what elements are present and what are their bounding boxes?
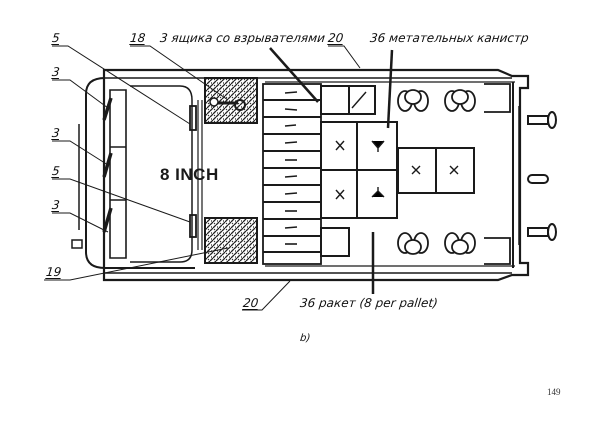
- callout-5-top: 5: [51, 31, 61, 45]
- callout-20-bottom: 20: [242, 296, 260, 310]
- subfigure-label: b): [299, 333, 311, 344]
- fuze-boxes-label: 3 ящика со взрывателями: [159, 31, 326, 45]
- callout-3-a: 3: [51, 65, 61, 79]
- canister-boxes: [320, 85, 475, 257]
- front-cab: [71, 77, 203, 269]
- crew-seats: [397, 83, 511, 265]
- callout-3-c: 3: [51, 198, 61, 212]
- hull-outline: [102, 68, 530, 282]
- box-19: [204, 217, 258, 264]
- propellant-canisters-label: 36 метательных канистр: [369, 31, 530, 45]
- rocket-racks: [262, 83, 322, 265]
- callout-19: 19: [45, 265, 63, 279]
- caliber-label: 8 INCH: [160, 165, 219, 184]
- rockets-label: 36 ракет (8 per pallet): [299, 296, 439, 310]
- callout-18: 18: [129, 31, 147, 45]
- callout-20-top: 20: [327, 31, 345, 45]
- leader-lines: [44, 45, 394, 311]
- tow-hooks: [527, 111, 557, 241]
- page-number: 149: [547, 387, 561, 397]
- callout-5-mid: 5: [51, 164, 61, 178]
- callout-3-b: 3: [51, 126, 61, 140]
